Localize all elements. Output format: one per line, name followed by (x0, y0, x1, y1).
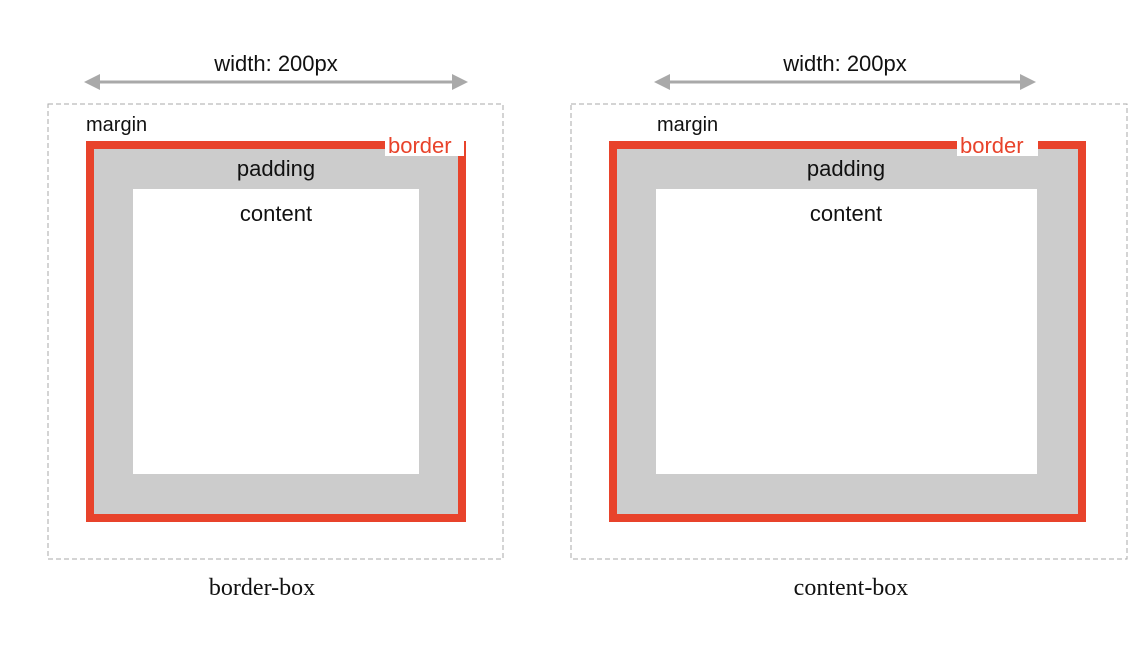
content-label: content (240, 201, 312, 226)
margin-label: margin (657, 114, 718, 136)
border-box-diagram: width: 200px margin border padding conte… (47, 51, 504, 601)
caption: content-box (794, 575, 909, 601)
border-label-background (385, 133, 464, 156)
width-label: width: 200px (213, 51, 338, 76)
content-label: content (810, 201, 882, 226)
content-box-diagram: width: 200px margin border padding conte… (570, 51, 1128, 601)
width-arrow (84, 74, 468, 90)
margin-label: margin (86, 114, 147, 136)
content-area (133, 189, 419, 474)
margin-area (47, 103, 504, 560)
border-label: border (960, 133, 1024, 158)
padding-label: padding (807, 156, 885, 181)
border-label: border (388, 133, 452, 158)
caption: border-box (209, 575, 315, 601)
border-label-background (957, 133, 1038, 156)
width-arrow (654, 74, 1036, 90)
content-area (656, 189, 1037, 474)
width-label: width: 200px (782, 51, 907, 76)
padding-label: padding (237, 156, 315, 181)
margin-area (570, 103, 1128, 560)
